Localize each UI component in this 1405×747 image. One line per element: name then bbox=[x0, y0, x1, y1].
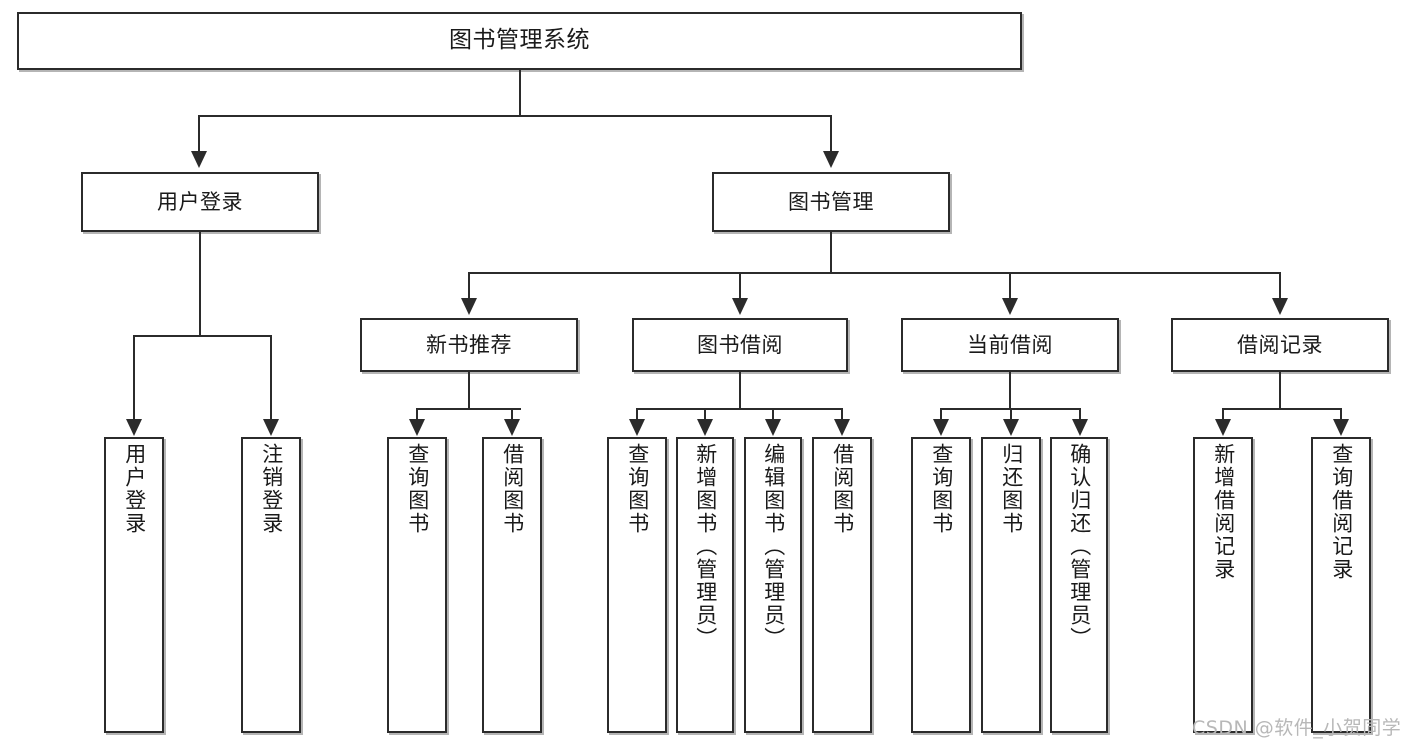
connector-book-mgmt-stem bbox=[830, 232, 832, 273]
node-label: 归还图书 bbox=[999, 443, 1024, 535]
arrow-leaf-logout bbox=[263, 419, 279, 436]
connector-borrow-bus bbox=[636, 408, 843, 410]
leaf-return-book[interactable]: 归还图书 bbox=[981, 437, 1041, 733]
node-current-borrow[interactable]: 当前借阅 bbox=[901, 318, 1119, 372]
arrow-leaf-br-1 bbox=[1215, 419, 1231, 436]
connector-root-stem bbox=[519, 70, 521, 116]
leaf-query-book-nb[interactable]: 查询图书 bbox=[387, 437, 447, 733]
connector-to-user-login bbox=[198, 115, 200, 153]
leaf-borrow-book-nb[interactable]: 借阅图书 bbox=[482, 437, 542, 733]
node-label: 查询借阅记录 bbox=[1329, 443, 1354, 581]
connector-leaf-bb-4 bbox=[841, 408, 843, 420]
connector-current-stem bbox=[1009, 372, 1011, 409]
arrow-leaf-nb-1 bbox=[409, 419, 425, 436]
node-label: 用户登录 bbox=[122, 443, 147, 535]
connector-to-book-mgmt bbox=[830, 115, 832, 153]
connector-leaf-bb-1 bbox=[636, 408, 638, 420]
connector-to-current-borrow bbox=[1009, 272, 1011, 300]
node-label: 新书推荐 bbox=[426, 332, 512, 357]
node-label: 新增图书（管理员） bbox=[693, 443, 718, 650]
connector-leaf-user-login bbox=[133, 335, 135, 421]
connector-borrow-stem bbox=[739, 372, 741, 409]
connector-level1-bus bbox=[198, 115, 831, 117]
node-label: 查询图书 bbox=[625, 443, 650, 535]
arrow-leaf-cb-3 bbox=[1072, 419, 1088, 436]
arrow-to-borrow-records bbox=[1272, 298, 1288, 315]
leaf-add-book-admin[interactable]: 新增图书（管理员） bbox=[676, 437, 734, 733]
connector-leaf-br-2 bbox=[1340, 408, 1342, 420]
node-book-management[interactable]: 图书管理 bbox=[712, 172, 950, 232]
connector-new-books-stem bbox=[468, 372, 470, 409]
connector-level2-bus bbox=[468, 272, 1280, 274]
arrow-leaf-bb-3 bbox=[765, 419, 781, 436]
node-label: 确认归还（管理员） bbox=[1067, 443, 1092, 650]
node-new-book-recommend[interactable]: 新书推荐 bbox=[360, 318, 578, 372]
node-label: 图书借阅 bbox=[697, 332, 783, 357]
connector-to-new-books bbox=[468, 272, 470, 300]
leaf-query-book-bb[interactable]: 查询图书 bbox=[607, 437, 667, 733]
connector-leaf-cb-1 bbox=[940, 408, 942, 420]
node-label: 借阅图书 bbox=[500, 443, 525, 535]
connector-leaf-logout bbox=[270, 335, 272, 421]
arrow-to-current-borrow bbox=[1002, 298, 1018, 315]
node-label: 编辑图书（管理员） bbox=[761, 443, 786, 650]
node-label: 借阅记录 bbox=[1237, 332, 1323, 357]
arrow-leaf-cb-1 bbox=[933, 419, 949, 436]
leaf-confirm-return-admin[interactable]: 确认归还（管理员） bbox=[1050, 437, 1108, 733]
leaf-query-borrow-record[interactable]: 查询借阅记录 bbox=[1311, 437, 1371, 733]
arrow-leaf-cb-2 bbox=[1003, 419, 1019, 436]
connector-leaf-bb-2 bbox=[704, 408, 706, 420]
arrow-leaf-br-2 bbox=[1333, 419, 1349, 436]
connector-to-borrow-records bbox=[1279, 272, 1281, 300]
connector-records-stem bbox=[1279, 372, 1281, 409]
leaf-edit-book-admin[interactable]: 编辑图书（管理员） bbox=[744, 437, 802, 733]
leaf-logout[interactable]: 注销登录 bbox=[241, 437, 301, 733]
connector-leaf-cb-2 bbox=[1010, 408, 1012, 420]
node-label: 查询图书 bbox=[405, 443, 430, 535]
node-label: 查询图书 bbox=[929, 443, 954, 535]
leaf-add-borrow-record[interactable]: 新增借阅记录 bbox=[1193, 437, 1253, 733]
connector-leaf-nb-2 bbox=[511, 408, 513, 420]
connector-leaf-br-1 bbox=[1222, 408, 1224, 420]
leaf-borrow-book-bb[interactable]: 借阅图书 bbox=[812, 437, 872, 733]
arrow-leaf-bb-1 bbox=[629, 419, 645, 436]
node-label: 当前借阅 bbox=[967, 332, 1053, 357]
connector-leaf-bb-3 bbox=[772, 408, 774, 420]
connector-records-bus bbox=[1222, 408, 1341, 410]
arrow-to-borrow bbox=[732, 298, 748, 315]
connector-user-login-stem bbox=[199, 232, 201, 336]
arrow-leaf-user-login bbox=[126, 419, 142, 436]
node-borrow-records[interactable]: 借阅记录 bbox=[1171, 318, 1389, 372]
node-user-login[interactable]: 用户登录 bbox=[81, 172, 319, 232]
arrow-leaf-nb-2 bbox=[504, 419, 520, 436]
connector-to-borrow bbox=[739, 272, 741, 300]
node-root-system[interactable]: 图书管理系统 bbox=[17, 12, 1022, 70]
arrow-to-new-books bbox=[461, 298, 477, 315]
connector-user-login-bus bbox=[133, 335, 271, 337]
connector-leaf-cb-3 bbox=[1079, 408, 1081, 420]
node-label: 图书管理 bbox=[788, 189, 874, 214]
watermark-text: CSDN @软件_小贺同学 bbox=[1192, 717, 1402, 739]
node-label: 注销登录 bbox=[259, 443, 284, 535]
leaf-query-book-cb[interactable]: 查询图书 bbox=[911, 437, 971, 733]
node-label: 新增借阅记录 bbox=[1211, 443, 1236, 581]
node-label: 用户登录 bbox=[157, 189, 243, 214]
arrow-to-user-login bbox=[191, 151, 207, 168]
node-book-borrow[interactable]: 图书借阅 bbox=[632, 318, 848, 372]
arrow-to-book-mgmt bbox=[823, 151, 839, 168]
node-label: 借阅图书 bbox=[830, 443, 855, 535]
arrow-leaf-bb-2 bbox=[697, 419, 713, 436]
connector-leaf-nb-1 bbox=[416, 408, 418, 420]
node-label: 图书管理系统 bbox=[449, 27, 590, 54]
leaf-user-login[interactable]: 用户登录 bbox=[104, 437, 164, 733]
connector-new-books-bus bbox=[416, 408, 521, 410]
arrow-leaf-bb-4 bbox=[834, 419, 850, 436]
